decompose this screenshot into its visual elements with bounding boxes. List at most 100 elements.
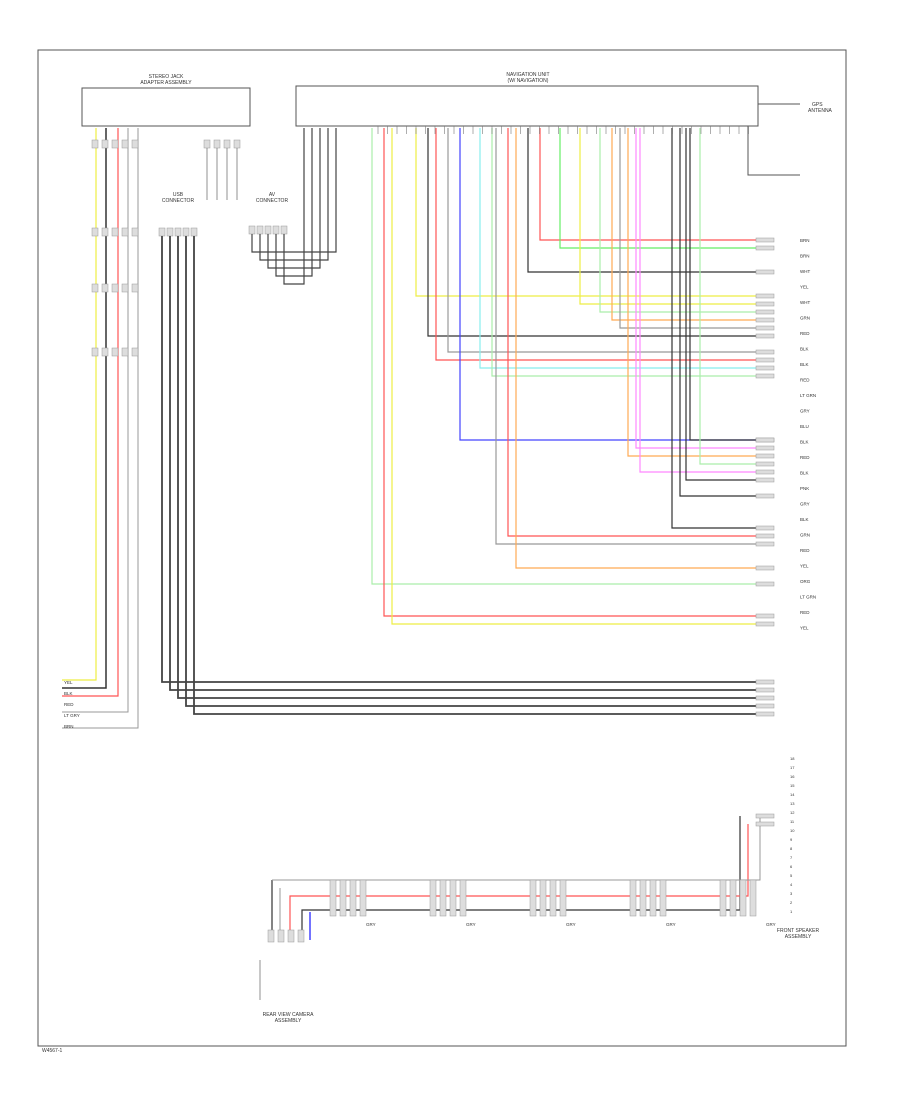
stereo-splice-0-1 <box>101 139 109 149</box>
right-label-3: YEL <box>800 285 809 290</box>
av-pin-4 <box>280 225 288 235</box>
right-terminal-19 <box>755 477 775 483</box>
wire-21 <box>671 128 760 529</box>
right-pin-12: 6 <box>790 864 793 869</box>
stereo-jack-header: STEREO JACK <box>149 74 184 80</box>
left-label-2: RED <box>64 702 74 707</box>
bottom-splice-3-0 <box>629 879 637 917</box>
right-label-21: YEL <box>800 564 809 569</box>
bottom-splice-4-0 <box>719 879 727 917</box>
right-label-17: GRY <box>800 502 810 507</box>
bottom-splice-4-1 <box>729 879 737 917</box>
right-pin-16: 2 <box>790 900 793 905</box>
usb-pin-2 <box>174 227 182 237</box>
left-label-3: LT GRY <box>64 713 80 718</box>
right-label-10: LT GRN <box>800 393 816 398</box>
stereo-splice-1-0 <box>91 227 99 237</box>
diagram-frame <box>37 49 847 1047</box>
navigation-unit-sub: (W/ NAVIGATION) <box>508 78 549 84</box>
usb-terminal-4 <box>755 711 775 717</box>
right-terminal-20 <box>755 493 775 499</box>
wire-left-gray <box>62 128 129 713</box>
stereo-splice-2-1 <box>101 283 109 293</box>
right-pin-11: 7 <box>790 855 793 860</box>
right-label-20: RED <box>800 548 810 553</box>
gps-antenna-lead <box>747 103 800 176</box>
rear-camera-label: REAR VIEW CAMERA <box>263 1012 315 1018</box>
right-label-16: PNK <box>800 486 809 491</box>
stereo-out-2 <box>223 139 231 149</box>
right-label-12: BLU <box>800 424 809 429</box>
wire-7 <box>619 128 760 329</box>
av-wire-4 <box>283 128 305 285</box>
usb-pin-0 <box>158 227 166 237</box>
stereo-splice-3-2 <box>111 347 119 357</box>
wire-8 <box>427 128 760 337</box>
bottom-splice-0-1 <box>339 879 347 917</box>
wire-left-red <box>62 128 119 697</box>
usb-wire-1 <box>169 236 760 691</box>
right-pin-6: 12 <box>790 810 795 815</box>
stereo-splice-1-4 <box>131 227 139 237</box>
stereo-splice-2-0 <box>91 283 99 293</box>
right-label-5: GRN <box>800 316 810 321</box>
right-terminal-0 <box>755 237 775 243</box>
right-pin-17: 1 <box>790 909 793 914</box>
camera-pin-3 <box>297 929 305 943</box>
right-pin-9: 9 <box>790 837 793 842</box>
right-label-8: BLK <box>800 362 809 367</box>
bottom-splice-2-3 <box>559 879 567 917</box>
right-terminal-24 <box>755 565 775 571</box>
wire-4 <box>579 128 760 305</box>
wire-6 <box>611 128 760 321</box>
bottom-wire-shield <box>272 816 761 881</box>
stereo-splice-0-4 <box>131 139 139 149</box>
wire-16 <box>627 128 760 457</box>
right-pin-4: 14 <box>790 792 795 797</box>
wire-14 <box>689 128 760 441</box>
right-pin-7: 11 <box>790 819 795 824</box>
usb-terminal-0 <box>755 679 775 685</box>
wires-group <box>62 126 775 1000</box>
wire-9 <box>435 128 760 361</box>
usb-terminal-3 <box>755 703 775 709</box>
stereo-jack-box <box>81 87 251 127</box>
right-terminal-23 <box>755 541 775 547</box>
right-label-24: RED <box>800 610 810 615</box>
right-label-6: RED <box>800 331 810 336</box>
right-label-14: RED <box>800 455 810 460</box>
navigation-unit-header: NAVIGATION UNIT <box>506 72 549 78</box>
right-terminal-18 <box>755 469 775 475</box>
camera-pin-1 <box>277 929 285 943</box>
right-terminal-10 <box>755 349 775 355</box>
right-pin-1: 17 <box>790 765 795 770</box>
right-pin-0: 18 <box>790 756 795 761</box>
usb-connector-sub: CONNECTOR <box>162 198 195 204</box>
camera-pin-2 <box>287 929 295 943</box>
right-label-7: BLK <box>800 347 809 352</box>
right-label-0: BRN <box>800 238 810 243</box>
right-terminal-11 <box>755 365 775 371</box>
left-label-1: BLK <box>64 691 73 696</box>
right-pin-14: 4 <box>790 882 793 887</box>
bottom-splice-0-2 <box>349 879 357 917</box>
speaker-terminal-1 <box>755 813 775 819</box>
bottom-splice-3-2 <box>649 879 657 917</box>
wire-1 <box>559 128 760 249</box>
right-label-9: RED <box>800 378 810 383</box>
right-pin-10: 8 <box>790 846 793 851</box>
right-pin-2: 16 <box>790 774 795 779</box>
right-terminal-14 <box>755 437 775 443</box>
right-label-2: WHT <box>800 269 810 274</box>
stereo-splice-3-0 <box>91 347 99 357</box>
av-pin-1 <box>256 225 264 235</box>
wire-left-brn <box>62 128 139 729</box>
right-terminal-21 <box>755 525 775 531</box>
bottom-splice-0-3 <box>359 879 367 917</box>
wire-17 <box>699 128 760 465</box>
bottom-splice-3-1 <box>639 879 647 917</box>
stereo-out-1 <box>213 139 221 149</box>
wire-0 <box>539 128 760 241</box>
usb-wire-2 <box>177 236 760 699</box>
